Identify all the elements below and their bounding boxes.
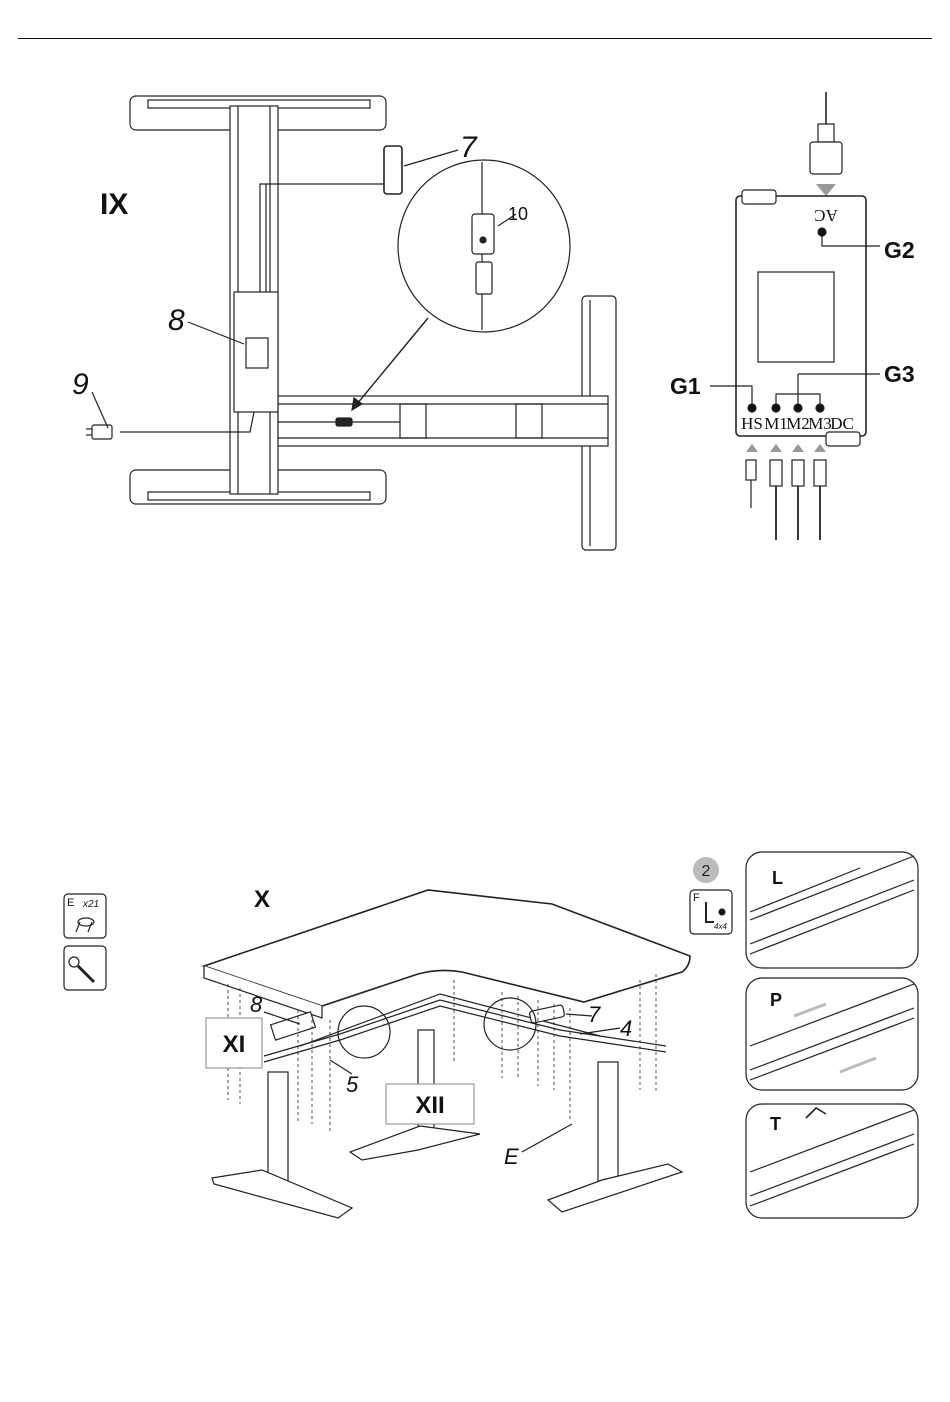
port-m3-label: M3 — [808, 414, 832, 433]
step-ix-frame — [86, 96, 616, 550]
part-f-letter: F — [693, 892, 700, 904]
x-callout-8: 8 — [250, 992, 263, 1017]
port-ac-label: AC — [814, 206, 838, 225]
part-f-size: 4x4 — [714, 922, 727, 931]
label-g3: G3 — [884, 361, 915, 387]
callout-7: 7 — [460, 131, 478, 164]
xi-label: XI — [223, 1031, 246, 1058]
label-g2: G2 — [884, 237, 915, 263]
detail-t-label: T — [770, 1114, 781, 1134]
x-callout-4: 4 — [620, 1016, 632, 1041]
callout-8: 8 — [168, 304, 185, 337]
x-callout-5: 5 — [346, 1072, 359, 1097]
detail-p-label: P — [770, 990, 782, 1010]
step-x-title: X — [254, 886, 270, 913]
screwdriver-icon — [64, 946, 106, 990]
port-m2-label: M2 — [786, 414, 810, 433]
detail-l-label: L — [772, 868, 783, 888]
callout-9: 9 — [72, 368, 89, 401]
label-g1: G1 — [670, 373, 701, 399]
part-e-qty: x21 — [82, 899, 99, 910]
port-dc-label: DC — [830, 414, 854, 433]
step-ix-title: IX — [100, 188, 128, 221]
x-callout-7: 7 — [588, 1002, 601, 1027]
control-box-detail — [710, 92, 880, 540]
step-badge-number: 2 — [702, 863, 711, 880]
port-m1-label: M1 — [764, 414, 788, 433]
x-callout-e: E — [504, 1144, 519, 1169]
callout-10: 10 — [508, 204, 528, 224]
part-e-letter: E — [67, 897, 74, 909]
port-hs-label: HS — [741, 414, 763, 433]
l-desk-illustration — [204, 890, 690, 1218]
xii-label: XII — [415, 1092, 444, 1119]
